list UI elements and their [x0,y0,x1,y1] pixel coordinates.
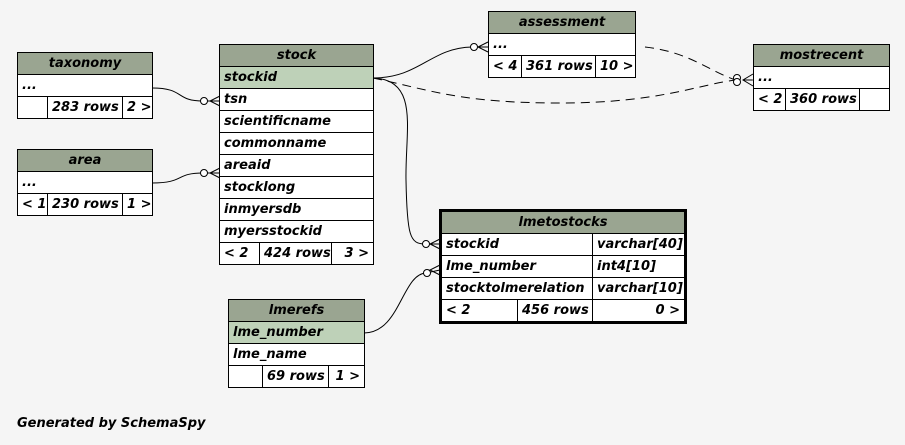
edge-crowfoot [476,41,489,53]
edge-stock-lmetostocks [372,77,440,245]
table-area[interactable]: area ... < 1 230 rows 1 > [16,149,154,216]
parents-count[interactable]: < 2 [753,88,786,111]
parents-count[interactable]: < 1 [17,193,48,216]
table-title[interactable]: taxonomy [17,52,153,75]
table-lmerefs[interactable]: lmerefs lme_number lme_name 69 rows 1 > [228,299,365,388]
table-taxonomy[interactable]: taxonomy ... 283 rows 2 > [17,52,153,119]
column-stockid[interactable]: stockid [441,233,593,256]
edge-end-marker [200,169,208,177]
parents-count[interactable]: < 2 [219,242,260,265]
column-inmyersdb[interactable]: inmyersdb [218,198,375,221]
children-count [858,88,891,111]
column-stocktolmerelation[interactable]: stocktolmerelation [441,277,593,300]
parents-count [17,96,48,119]
table-assessment[interactable]: assessment ... < 4 361 rows 10 > [487,11,637,78]
columns-ellipsis: ... [487,33,637,56]
edge-end-marker [422,240,430,248]
edge-taxonomy-stock [151,87,220,102]
column-lme-number[interactable]: lme_number [441,255,593,278]
children-count[interactable]: 10 > [594,55,637,78]
edge-lmerefs-lmetostocks [363,269,441,334]
row-count: 230 rows [47,193,123,216]
generated-by-label: Generated by SchemaSpy [17,416,206,431]
column-commonname[interactable]: commonname [218,132,375,155]
row-count: 424 rows [259,242,332,265]
column-lme-number[interactable]: lme_number [228,321,365,344]
table-title[interactable]: lmerefs [228,299,365,322]
columns-ellipsis: ... [16,171,154,194]
table-lmetostocks[interactable]: lmetostocks stockid varchar[40] lme_numb… [438,209,688,324]
column-type: varchar[40] [591,233,686,256]
children-count[interactable]: 2 > [122,96,153,119]
edge-end-marker [200,97,208,105]
columns-ellipsis: ... [752,66,891,89]
children-count[interactable]: 3 > [330,242,375,265]
row-count: 69 rows [262,365,329,388]
children-count[interactable]: 1 > [328,365,365,388]
row-count: 456 rows [517,299,593,322]
table-title[interactable]: area [16,149,154,172]
column-lme-name[interactable]: lme_name [228,343,365,366]
columns-ellipsis: ... [17,74,153,97]
table-stock[interactable]: stock stockid tsn scientificname commonn… [218,44,375,265]
table-title[interactable]: lmetostocks [440,211,686,234]
column-scientificname[interactable]: scientificname [218,110,375,133]
edge-crowfoot [208,95,221,107]
column-stocklong[interactable]: stocklong [218,176,375,199]
edge-end-marker [423,269,431,277]
parents-count[interactable]: < 4 [488,55,522,78]
edge-crowfoot [428,264,441,276]
parents-count [228,365,263,388]
children-count[interactable]: 0 > [591,299,686,322]
row-count: 360 rows [785,88,860,111]
table-title[interactable]: mostrecent [752,44,891,67]
edge-stock-mostrecent [372,77,753,104]
edge-crowfoot [742,73,754,87]
column-tsn[interactable]: tsn [218,88,375,111]
row-count: 283 rows [47,96,123,119]
edge-end-marker [733,78,741,86]
column-stockid[interactable]: stockid [218,66,375,89]
edge-end-marker [470,43,478,51]
edge-crowfoot [428,238,441,250]
edge-area-stock [151,172,220,184]
column-areaid[interactable]: areaid [218,154,375,177]
column-myersstockid[interactable]: myersstockid [218,220,375,243]
column-type: int4[10] [591,255,686,278]
row-count: 361 rows [521,55,596,78]
parents-count[interactable]: < 2 [441,299,518,322]
children-count[interactable]: 1 > [121,193,154,216]
column-type: varchar[10] [591,277,686,300]
table-title[interactable]: stock [218,44,375,67]
edge-stock-assessment [372,46,488,79]
table-mostrecent[interactable]: mostrecent ... < 2 360 rows [752,44,891,111]
table-title[interactable]: assessment [487,11,637,34]
edge-crowfoot [208,167,221,179]
